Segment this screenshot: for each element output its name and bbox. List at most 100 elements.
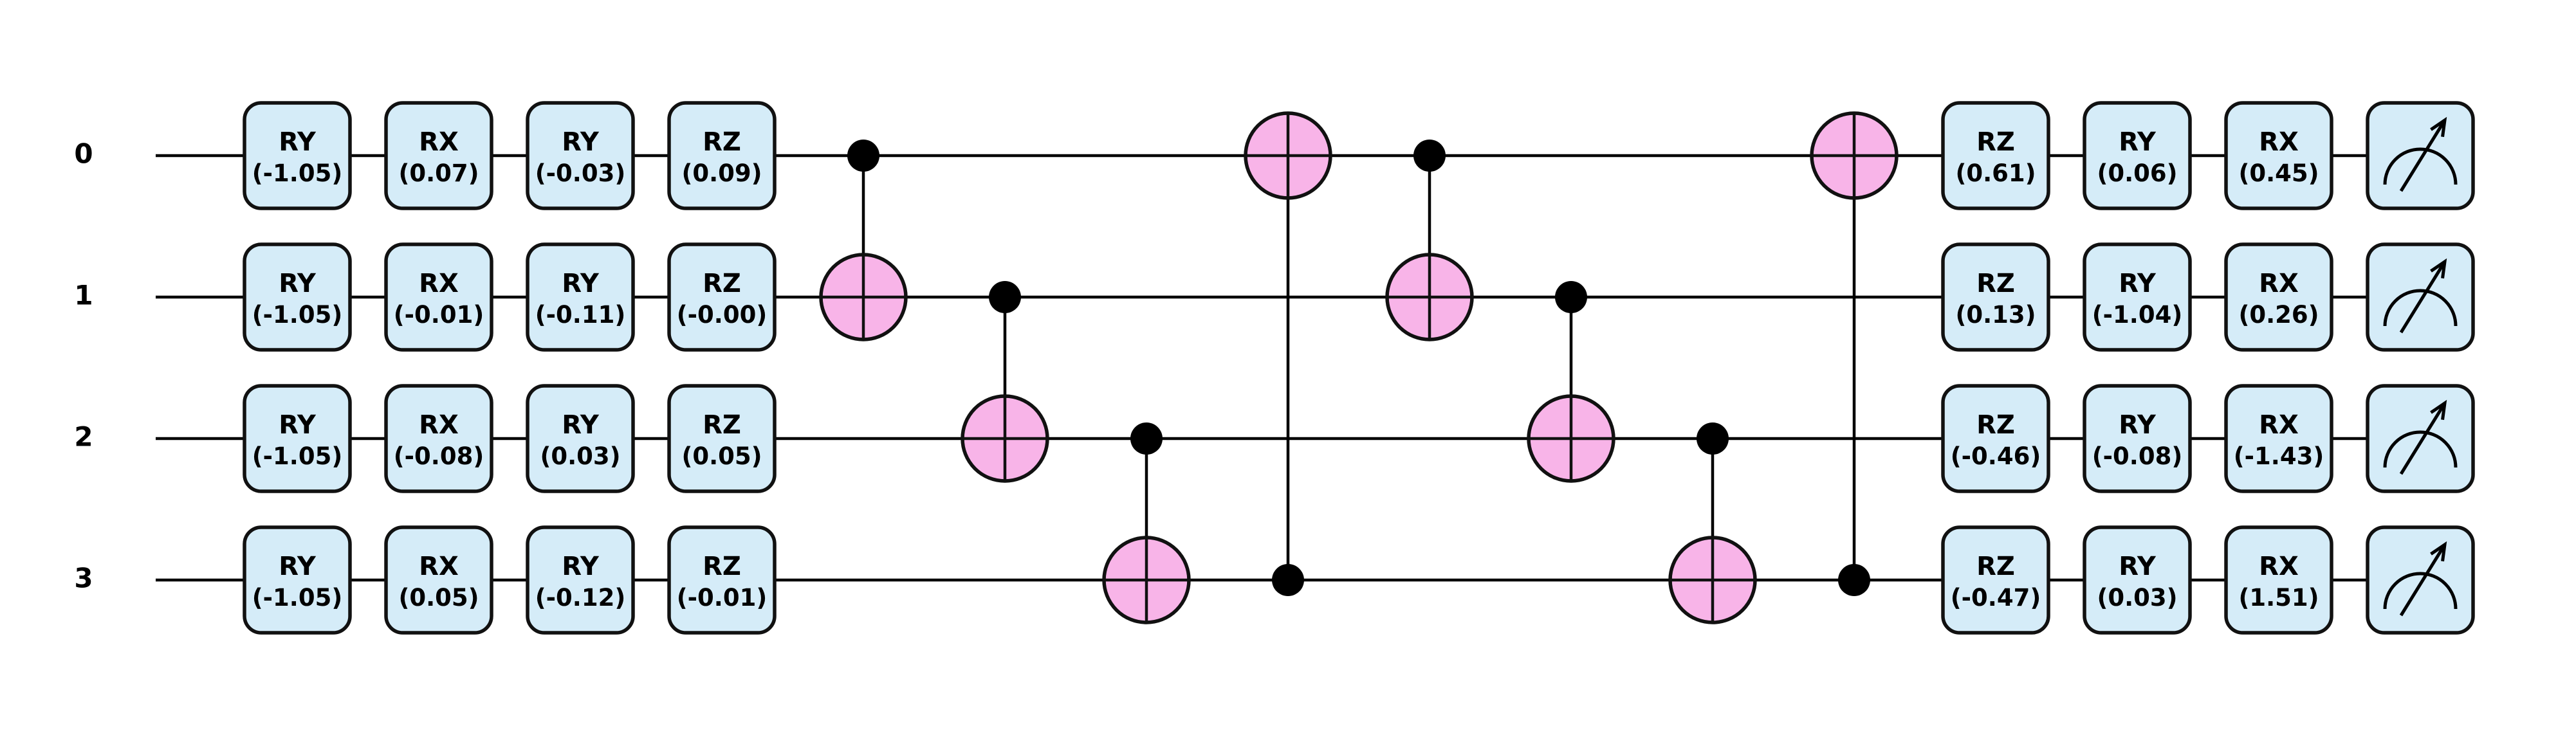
qubit-labels: 0 1 2 3 [74,138,93,594]
gate-param: (-0.47) [1951,584,2041,612]
gate-ry: RY(0.03) [526,384,635,493]
gate-box [1941,101,2050,210]
gate-rz: RZ(0.61) [1941,101,2050,210]
gate-name: RX [2259,410,2299,440]
meter-needle [2399,402,2447,475]
gates-layer: RY(-1.05)RY(-1.05)RY(-1.05)RY(-1.05)RX(0… [243,101,2475,635]
gate-name: RZ [703,269,741,298]
gate-rz: RZ(0.05) [667,384,777,493]
qubit-label-1: 1 [74,280,93,311]
gate-rz: RZ(0.09) [667,101,777,210]
gate-name: RY [2119,552,2157,581]
qubit-label-3: 3 [74,563,93,594]
gate-box [2083,242,2192,352]
cnot-gate [1810,111,1899,596]
gate-param: (-1.43) [2234,442,2324,470]
gate-rx: RX(1.51) [2224,525,2333,635]
cnot-gate [961,281,1049,483]
cnot-control-dot [1838,564,1870,596]
meter-icon [2366,384,2475,493]
gate-box [667,525,777,635]
gate-ry: RY(-0.11) [526,242,635,352]
gate-name: RZ [1976,269,2015,298]
gate-box [526,384,635,493]
gate-box [384,101,493,210]
meter-arrowhead [2430,399,2447,421]
gate-box [526,101,635,210]
gate-box [1941,242,2050,352]
gate-name: RY [2119,269,2157,298]
gate-ry: RY(-0.08) [2083,384,2192,493]
gate-param: (0.61) [1955,159,2036,187]
gate-name: RY [2119,410,2157,440]
gate-param: (0.06) [2097,159,2177,187]
cnot-control-dot [847,140,879,172]
meter-arc [2383,430,2458,468]
gate-name: RX [2259,127,2299,157]
qubit-label-0: 0 [74,138,93,170]
gate-rz: RZ (0.13) [1941,242,2050,352]
gate-box [384,384,493,493]
gate-rx: RX(0.45) [2224,101,2333,210]
gate-box [243,242,352,352]
gate-param: (0.13) [1955,301,2036,329]
gate-box [667,101,777,210]
gate-rz: RZ(-0.46) [1941,384,2050,493]
gate-box [667,242,777,352]
gate-name: RZ [703,552,741,581]
meter-arc [2383,147,2458,185]
gate-name: RY [279,410,317,440]
gate-param: (0.03) [2097,584,2177,612]
gate-param: (-0.08) [394,442,484,470]
meter-icon [2366,525,2475,635]
gate-ry: RY(-0.12) [526,525,635,635]
qubit-label-2: 2 [74,421,93,453]
gate-rx: RX(0.07) [384,101,493,210]
gate-rx: RX(-0.08) [384,384,493,493]
meter-icon [2366,101,2475,210]
cnot-gate [1527,281,1615,483]
cnot-control-dot [1555,281,1587,313]
gate-name: RZ [1976,410,2015,440]
gate-param: (-0.12) [535,584,625,612]
gate-name: RY [279,269,317,298]
meter-icon [2366,242,2475,352]
meter-arc [2383,572,2458,610]
gate-param: (0.07) [398,159,479,187]
gate-box [384,242,493,352]
gate-name: RX [2259,552,2299,581]
measure-box [2366,525,2475,635]
gate-ry: RY(-1.05) [243,101,352,210]
gate-param: (-0.01) [677,584,767,612]
gate-param: (-1.05) [252,584,342,612]
cnot-gate [1244,111,1332,596]
meter-arc [2383,289,2458,327]
gate-param: (0.05) [681,442,762,470]
gate-box [2083,384,2192,493]
gate-param: (-0.03) [535,159,625,187]
gate-name: RY [562,410,600,440]
gate-param: (-1.05) [252,301,342,329]
gate-name: RZ [703,127,741,157]
meter-needle [2399,119,2447,192]
cnot-control-dot [989,281,1021,313]
gate-name: RY [279,552,317,581]
cnot-gate [1668,422,1757,624]
cnot-control-dot [1697,422,1729,455]
gate-rx: RX(0.05) [384,525,493,635]
gate-name: RY [2119,127,2157,157]
gate-name: RX [419,410,459,440]
gate-param: (-1.05) [252,159,342,187]
gate-param: (0.03) [540,442,620,470]
gate-name: RZ [1976,552,2015,581]
gate-box [243,525,352,635]
qubit-wires [156,154,2368,582]
cnot-control-dot [1272,564,1304,596]
cnot-gate [819,140,908,341]
gate-name: RZ [703,410,741,440]
cnot-gate [1102,422,1191,624]
cnot-control-dot [1413,140,1446,172]
gate-box [1941,384,2050,493]
gate-param: (-1.04) [2092,301,2182,329]
